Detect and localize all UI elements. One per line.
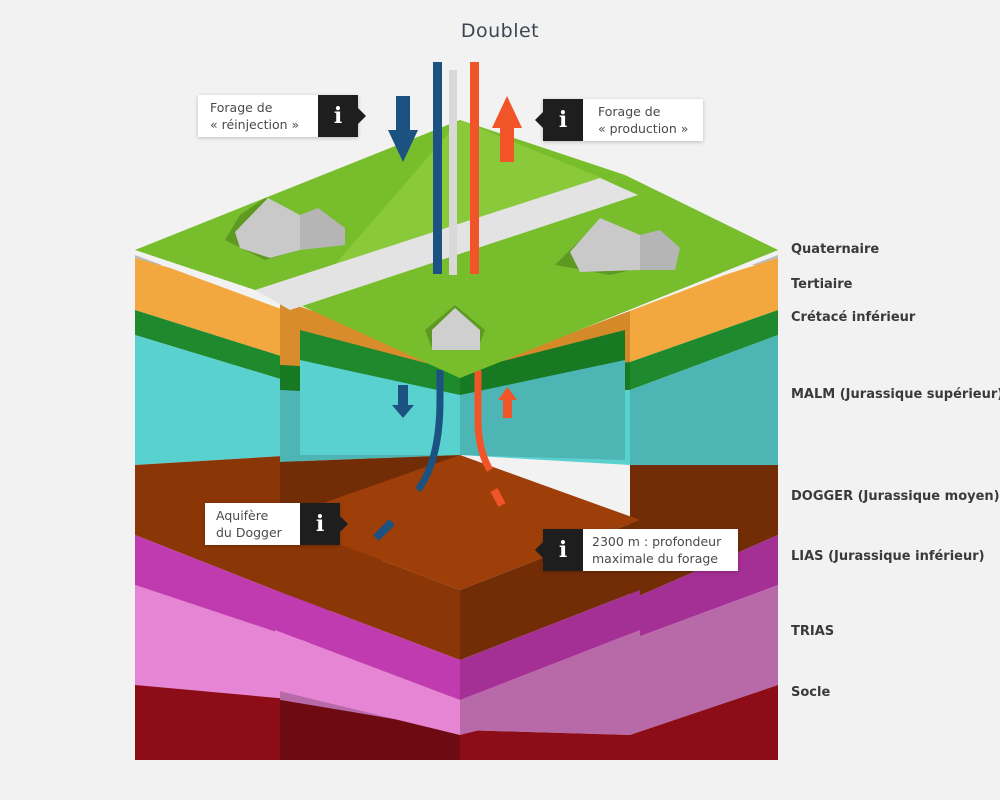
surface-wells — [388, 62, 522, 275]
production-well-curve — [474, 370, 494, 472]
layer-label-malm: MALM (Jurassique supérieur) — [791, 387, 1000, 402]
house-right-icon — [555, 218, 680, 275]
inner-cretace-right — [460, 330, 625, 395]
injection-well-curve — [415, 370, 444, 493]
right-face-malm — [630, 335, 778, 465]
injection-arrow-icon — [388, 96, 418, 162]
layer-label-cretace: Crétacé inférieur — [791, 310, 916, 325]
info-card-text-line-1: 2300 m : profondeur — [592, 534, 722, 549]
layer-label-quaternaire: Quaternaire — [791, 242, 880, 257]
production-arrow-icon — [492, 96, 522, 162]
lias-front-left — [275, 590, 460, 700]
info-card-text-line-2: « production » — [598, 121, 689, 136]
info-card-text-line-1: Aquifère — [216, 508, 269, 523]
info-icon[interactable]: i — [318, 95, 366, 137]
up-arrow-icon — [498, 387, 517, 418]
right-face-socle — [460, 685, 778, 760]
injection-pipe — [433, 62, 442, 274]
info-card-text-line-2: du Dogger — [216, 525, 282, 540]
layer-label-trias: TRIAS — [791, 624, 835, 639]
ground-surface — [135, 120, 778, 378]
house-left-icon — [225, 198, 345, 260]
layer-label-socle: Socle — [791, 685, 831, 700]
info-card-text-line-1: Forage de — [598, 104, 661, 119]
right-face-cretace — [630, 310, 778, 390]
layer-label-lias: LIAS (Jurassique inférieur) — [791, 549, 985, 564]
left-face-malm — [135, 335, 300, 465]
info-icon[interactable]: i — [535, 99, 583, 141]
layer-label-dogger: DOGGER (Jurassique moyen) — [791, 489, 1000, 504]
production-well-dash — [490, 488, 506, 507]
left-face-tertiaire — [135, 258, 300, 362]
inner-cretace-left — [300, 330, 460, 395]
trias-front-right — [460, 630, 640, 735]
lias-front-right — [460, 590, 640, 700]
info-card-text-line-2: « réinjection » — [210, 117, 300, 132]
info-icon[interactable]: i — [535, 529, 583, 571]
right-face-tertiaire — [630, 258, 778, 362]
road — [255, 178, 638, 310]
down-arrow-icon — [392, 385, 414, 418]
info-card-reinjection[interactable]: Forage de « réinjection » i — [198, 95, 366, 137]
info-card-aquifere[interactable]: Aquifère du Dogger i — [205, 503, 348, 545]
pipe-gap-left — [449, 70, 457, 275]
left-face-cretace — [135, 310, 300, 385]
info-card-profondeur[interactable]: i 2300 m : profondeur maximale du forage — [535, 529, 738, 571]
strip-socle — [280, 700, 460, 760]
layer-label-tertiaire: Tertiaire — [791, 277, 853, 292]
left-face-trias-lower — [135, 585, 300, 700]
surface-front-panel — [300, 175, 778, 378]
trias-front-left — [275, 630, 460, 735]
info-card-text-line-1: Forage de — [210, 100, 273, 115]
left-face-lias — [135, 535, 300, 640]
injection-well-dash — [373, 519, 395, 541]
dogger-front-left — [275, 520, 460, 660]
house-front-icon — [425, 305, 485, 350]
dogger-top-surface — [275, 455, 640, 590]
info-card-production[interactable]: i Forage de « production » — [535, 99, 703, 141]
info-card-text-line-2: maximale du forage — [592, 551, 718, 566]
diagram-title: Doublet — [460, 20, 540, 42]
info-icon[interactable]: i — [300, 503, 348, 545]
production-pipe — [470, 62, 479, 274]
inner-cutaway — [275, 330, 640, 735]
right-face-lias — [630, 535, 778, 640]
subsurface-wells — [373, 370, 517, 541]
